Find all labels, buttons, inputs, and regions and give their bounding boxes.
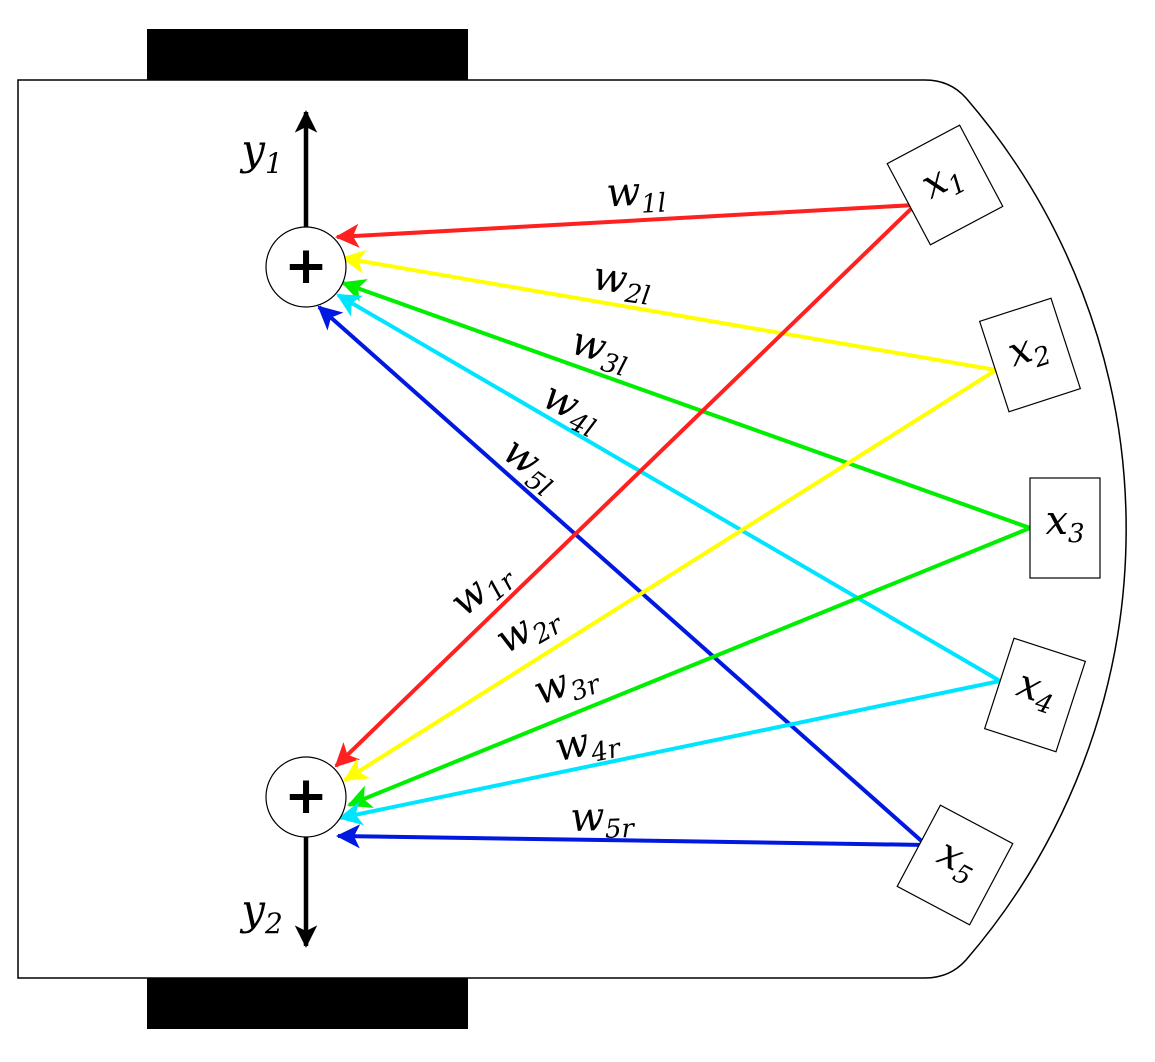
output-label-y2: y2	[239, 885, 283, 940]
connection-w3l	[341, 279, 1031, 530]
sensor-boxes: x1 x2 x3 x4 x5	[886, 124, 1101, 926]
connection-w3r	[347, 526, 1031, 808]
sensor-box	[1029, 477, 1101, 579]
sum-circle	[265, 756, 347, 838]
summation-node-top: +	[265, 226, 347, 308]
weight-label-w1l: w1l	[605, 167, 667, 221]
summation-node-bottom: +	[265, 756, 347, 838]
sensor-x2: x2	[978, 297, 1082, 413]
sensor-box	[978, 297, 1082, 413]
connection-w4r	[338, 679, 1001, 826]
connection-w2l	[341, 249, 997, 372]
sensor-box	[886, 124, 1004, 246]
sensor-label-x3: x3	[1045, 498, 1084, 549]
sensor-x5: x5	[896, 804, 1014, 926]
top-wheel	[147, 29, 468, 80]
connection-w2r	[343, 368, 998, 782]
plus-icon: +	[284, 766, 328, 826]
connection-w1l	[335, 203, 916, 248]
plus-icon: +	[284, 236, 328, 296]
connection-w4l	[336, 293, 1002, 683]
sensor-box	[896, 804, 1014, 926]
connection-w5l	[317, 305, 928, 847]
bottom-wheel	[147, 978, 468, 1029]
sensor-x1: x1	[886, 124, 1004, 246]
weight-label-w2l: w2l	[589, 253, 655, 312]
sensor-x4: x4	[983, 637, 1087, 753]
connection-w1r	[334, 203, 917, 768]
output-label-y1: y1	[239, 125, 283, 180]
sum-circle	[265, 226, 347, 308]
output-labels: y1 y2	[239, 125, 283, 940]
weight-label-w5r: w5r	[569, 793, 636, 846]
sensor-box	[983, 637, 1087, 753]
sensor-x3: x3	[1029, 477, 1101, 579]
weight-connections	[317, 203, 1031, 849]
summation-nodes: ++	[265, 226, 347, 838]
connection-w5r	[336, 824, 927, 849]
